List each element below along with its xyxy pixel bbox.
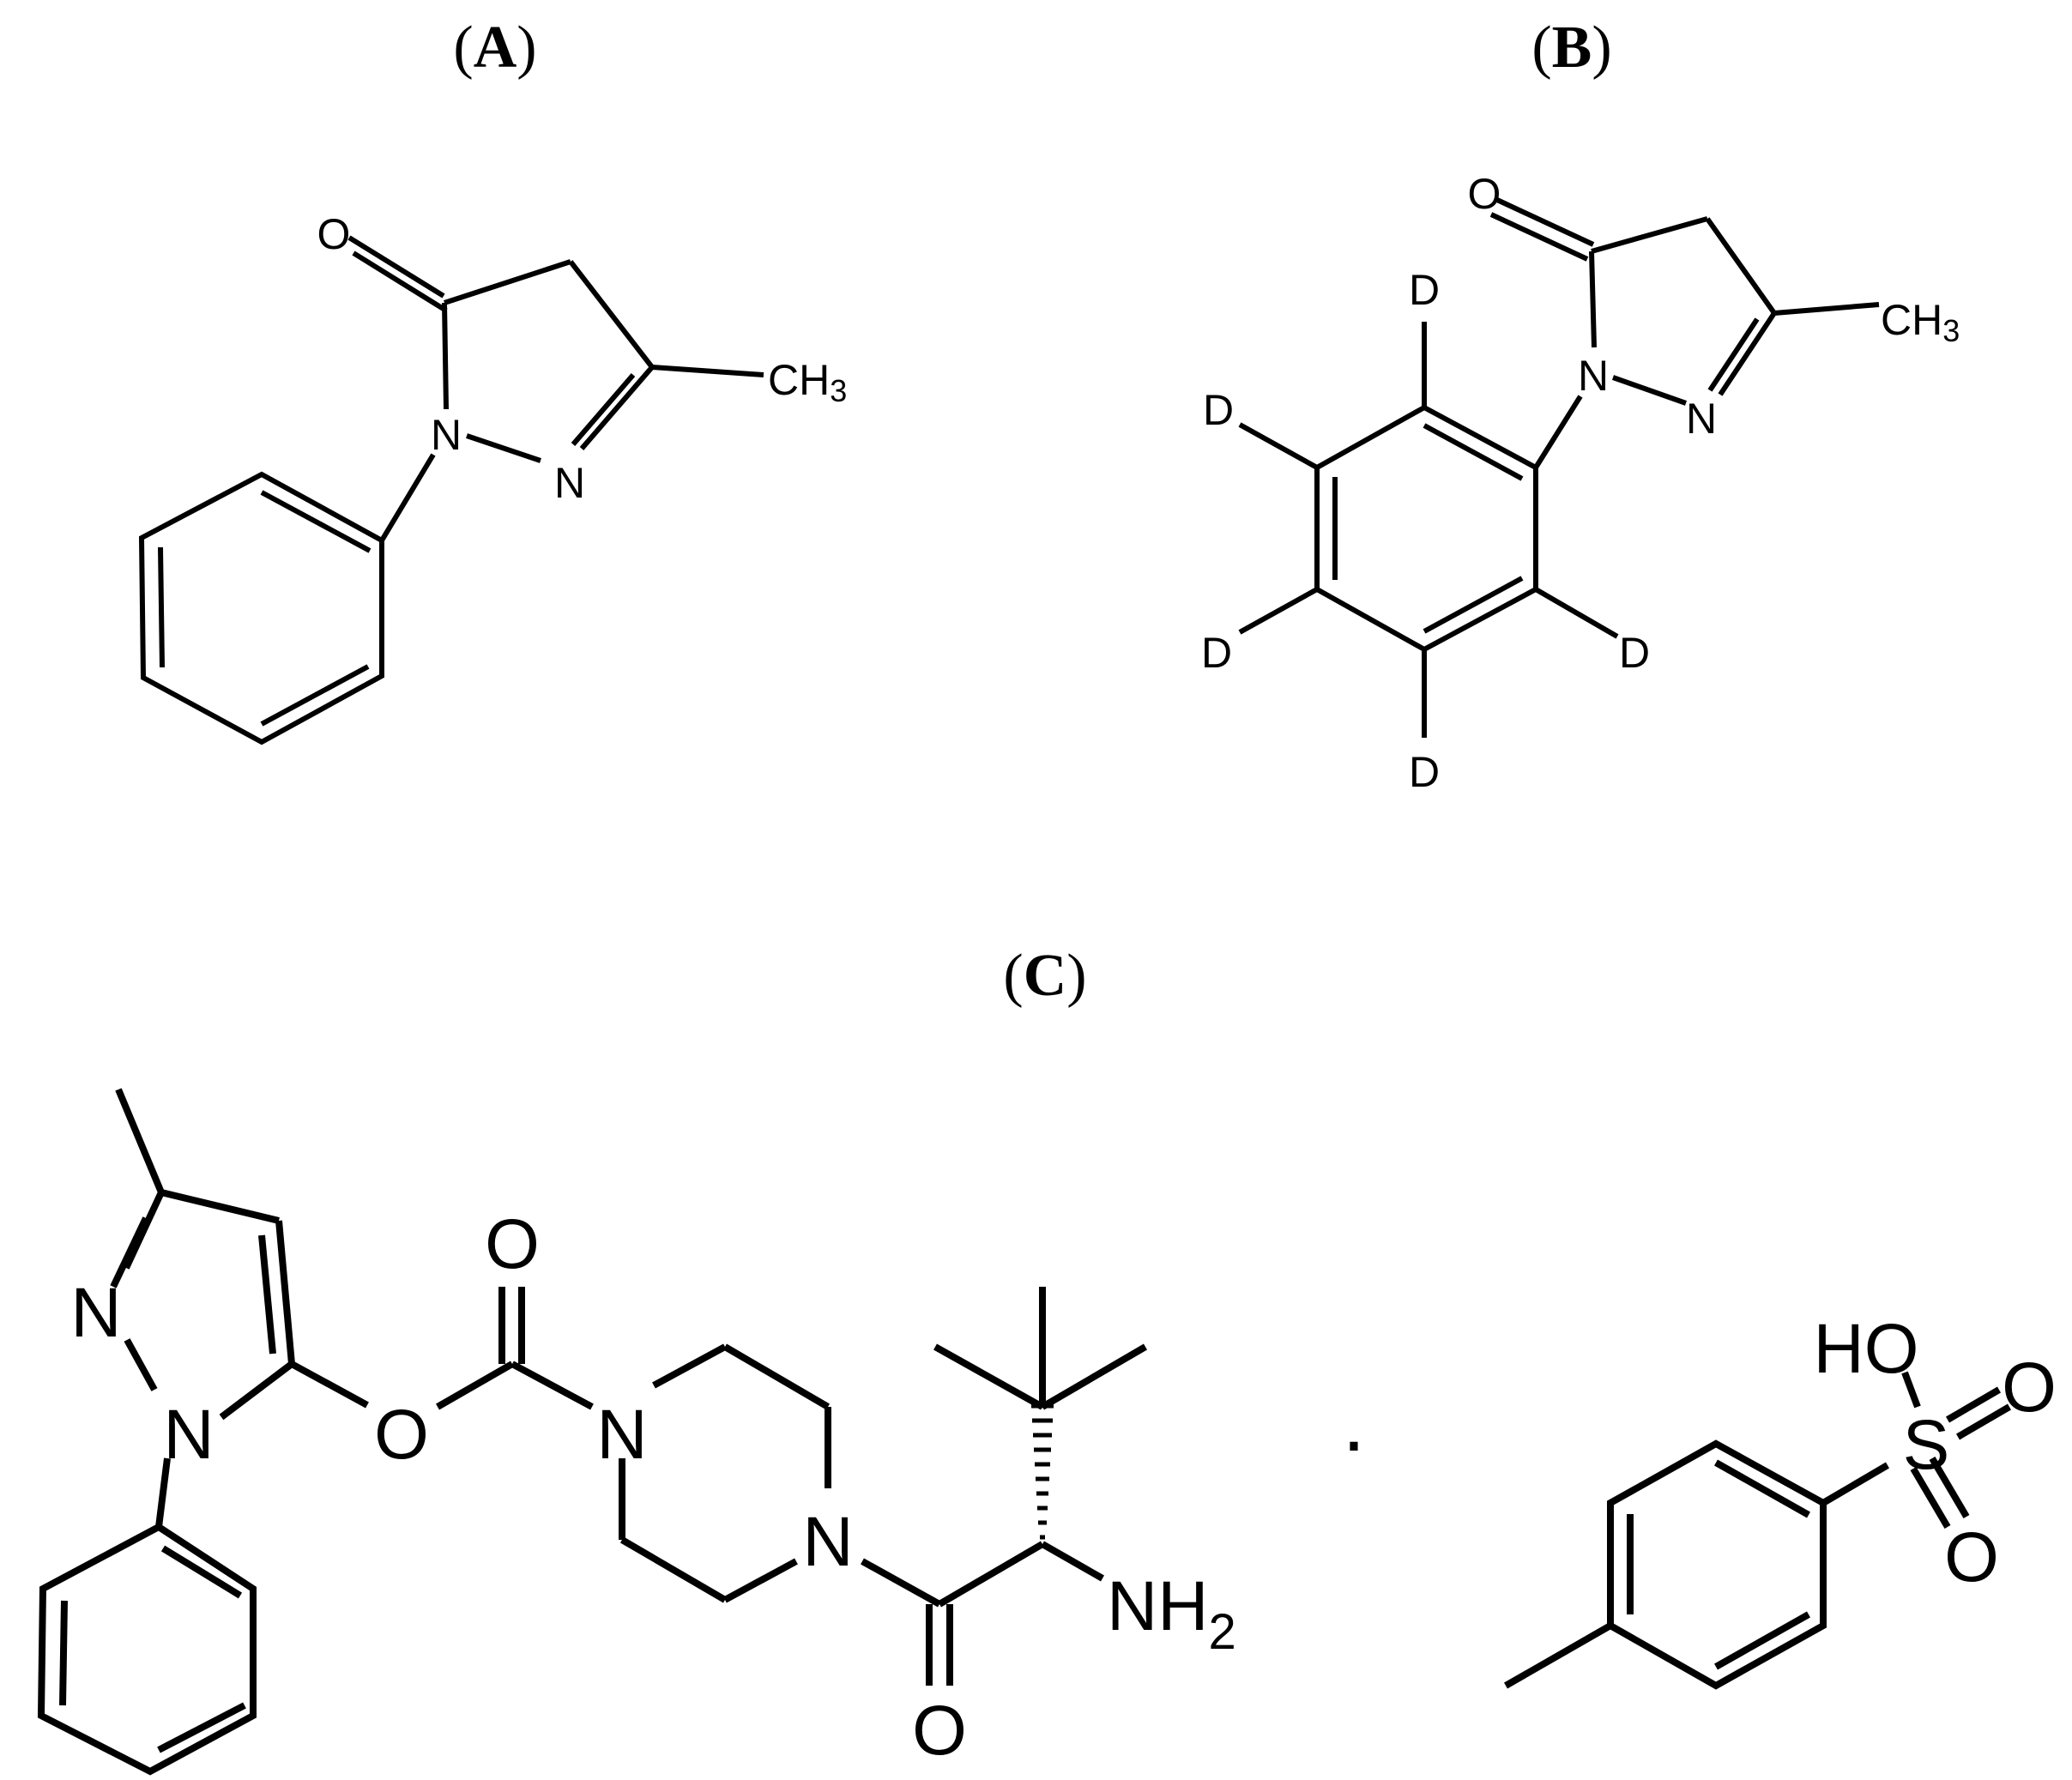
bond-c-n1-phenyl	[155, 1457, 171, 1528]
structure-b: O N N CH3 D D D D D	[1201, 170, 1960, 796]
bond-b-co-1	[1495, 197, 1595, 247]
atom-b-oxygen: O	[1468, 170, 1501, 218]
bond-a-methyl	[651, 365, 764, 377]
atom-b-d-top: D	[1409, 266, 1440, 314]
bond-a-co-1	[347, 235, 445, 299]
atom-a-n1: N	[431, 411, 462, 459]
bond-b-co-2	[1489, 212, 1589, 262]
atom-b-d-right: D	[1619, 629, 1650, 677]
panel-label-c: (C)	[1003, 943, 1086, 1009]
atom-c-pyrazole-n-upper: N	[70, 1274, 121, 1352]
structure-c: N N O O N N O NH2 · HO S O O	[37, 1088, 2057, 1776]
atom-b-methyl: CH3	[1881, 296, 1960, 348]
bond-b-d-right	[1534, 587, 1619, 639]
bond-a-ph-d3	[260, 664, 370, 727]
bond-c-c4-c5-inner	[258, 1234, 276, 1355]
atom-a-oxygen: O	[317, 210, 351, 258]
atom-b-d-bottom: D	[1409, 748, 1440, 796]
bond-c-tbu-right	[1040, 1343, 1148, 1410]
bond-a-ph-d2	[158, 546, 165, 668]
bond-c-ph-d1	[59, 1600, 68, 1706]
bond-c-n2-n1	[124, 1338, 158, 1391]
bond-c-s-o-right-1	[1945, 1386, 2002, 1423]
bond-c-ph-d2	[157, 1702, 246, 1753]
bond-a-c5-n1	[442, 302, 449, 410]
bond-c-calpha-nh2	[1041, 1541, 1104, 1582]
bond-a-c5-c4	[444, 259, 571, 305]
atom-b-d-lower-left: D	[1201, 629, 1232, 677]
bond-a-n1-phenyl	[379, 453, 436, 542]
bond-c-tbu-left	[933, 1343, 1044, 1410]
tolyl-ring	[1607, 1439, 1827, 1690]
bond-c-c3-n2-inner	[110, 1216, 149, 1288]
bond-c-pip-1	[652, 1343, 727, 1389]
panel-label-a: (A)	[453, 15, 536, 81]
bond-c-s-oh	[1901, 1371, 1921, 1409]
phenyl-ring-b	[1314, 404, 1538, 653]
bond-c-pip-5	[619, 1536, 728, 1603]
bond-c-n1-c5	[219, 1361, 294, 1421]
atom-c-tosyl-s: S	[1903, 1406, 1950, 1484]
atom-c-piperazine-n-right: N	[802, 1503, 853, 1581]
bond-c-c3-c4	[160, 1189, 280, 1224]
bond-a-c3-n2-inner	[571, 373, 636, 446]
bond-a-c3-n2	[579, 365, 655, 450]
bond-b-d-upper-left	[1238, 422, 1319, 470]
atom-c-carbonyl-oxygen-top: O	[485, 1205, 540, 1283]
bond-b-methyl	[1773, 302, 1880, 316]
atom-a-methyl: CH3	[768, 356, 847, 408]
bond-b-ph-d3	[1423, 576, 1524, 634]
atom-b-n1: N	[1578, 352, 1609, 400]
bond-c-ring-s	[1821, 1462, 1890, 1506]
bond-a-co-2	[352, 250, 448, 313]
bond-c-pip-2	[722, 1343, 831, 1410]
atom-b-n2: N	[1686, 395, 1717, 443]
bond-c-o-carbonyl	[436, 1361, 514, 1410]
atom-c-tosyl-ho: HO	[1814, 1310, 1919, 1388]
bond-c-s-o-bottom-1	[1910, 1466, 1951, 1530]
phenyl-ring-a	[138, 471, 384, 745]
bond-b-c5-c4	[1591, 216, 1708, 254]
bond-b-ph-d1	[1423, 423, 1524, 481]
bond-a-n2-n1	[466, 433, 541, 463]
atom-c-amide-oxygen: O	[912, 1692, 967, 1770]
bond-c-amide-calpha	[937, 1541, 1045, 1608]
bond-c-ph-d3	[160, 1545, 243, 1599]
bond-b-c4-c3	[1705, 217, 1777, 315]
bond-c-tos-d2	[1714, 1459, 1810, 1518]
bond-b-c3-n2	[1718, 311, 1777, 396]
bond-a-c4-c3	[568, 260, 655, 369]
atom-c-piperazine-n-left: N	[596, 1396, 647, 1474]
bond-c-s-o-right-2	[1955, 1403, 2012, 1440]
bond-c-methyl	[115, 1088, 165, 1194]
bond-c-c5-o	[290, 1361, 369, 1409]
atom-b-d-upper-left: D	[1203, 386, 1234, 434]
bond-c-n-amide	[861, 1558, 941, 1608]
atom-c-tosyl-o-right: O	[2002, 1349, 2057, 1427]
structure-a: O N N CH3	[138, 210, 847, 745]
bond-c-s-o-bottom-2	[1929, 1456, 1970, 1519]
bond-c-tos-methyl	[1504, 1622, 1612, 1689]
bond-b-c3-n2-inner	[1707, 317, 1760, 392]
bond-c-tos-d3	[1714, 1611, 1810, 1670]
bond-c-pip-4	[723, 1558, 798, 1603]
bond-b-n2-n1	[1612, 375, 1687, 406]
bond-c-c4-c5	[275, 1220, 295, 1365]
atom-a-n2: N	[554, 459, 585, 507]
atom-c-ester-oxygen: O	[374, 1396, 429, 1474]
bond-b-n1-phenyl	[1533, 395, 1583, 469]
bond-a-ph-d1	[260, 490, 372, 553]
bond-b-c5-n1	[1589, 250, 1597, 348]
hashed-wedge-bond	[1031, 1403, 1054, 1540]
salt-separator-dot: ·	[1340, 1395, 1368, 1487]
bond-c-carbonyl-n	[510, 1361, 594, 1410]
panel-label-b: (B)	[1531, 15, 1611, 81]
phenyl-ring-c	[37, 1523, 257, 1776]
bond-b-d-lower-left	[1238, 587, 1319, 635]
atom-c-amine: NH2	[1107, 1567, 1236, 1660]
atom-c-pyrazole-n-lower: N	[163, 1396, 214, 1474]
atom-c-tosyl-o-bottom: O	[1944, 1518, 1999, 1596]
